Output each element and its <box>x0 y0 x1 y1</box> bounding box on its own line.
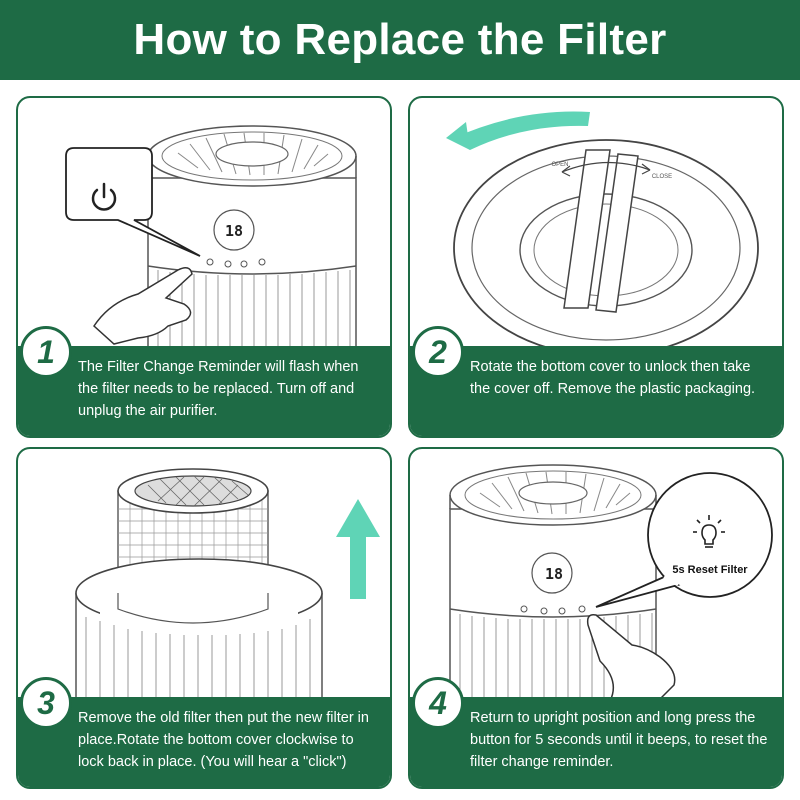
step-4-panel: 18 5s Reset Filter 4 Return to upright p… <box>408 447 784 789</box>
lightbulb-icon <box>693 515 725 548</box>
step-1-display-readout: 18 <box>225 222 243 240</box>
step-2-caption: Rotate the bottom cover to unlock then t… <box>410 346 782 436</box>
step-1-number-badge: 1 <box>20 326 72 378</box>
open-label: OPEN <box>551 162 568 168</box>
step-4-number-badge: 4 <box>412 677 464 729</box>
step-2-illustration: OPEN CLOSE <box>446 111 759 350</box>
step-2-text: Rotate the bottom cover to unlock then t… <box>470 359 756 397</box>
reset-filter-label: 5s Reset Filter <box>672 564 748 576</box>
step-1-text: The Filter Change Reminder will flash wh… <box>78 359 359 419</box>
step-1-illustration: 18 <box>65 125 357 350</box>
step-3-number-badge: 3 <box>20 677 72 729</box>
step-2-panel: OPEN CLOSE 2 Rotate the bottom cover to … <box>408 96 784 438</box>
step-3-text: Remove the old filter then put the new f… <box>78 710 369 770</box>
step-4-text: Return to upright position and long pres… <box>470 710 768 770</box>
step-4-caption: Return to upright position and long pres… <box>410 697 782 787</box>
page-title: How to Replace the Filter <box>133 15 667 64</box>
step-3-caption: Remove the old filter then put the new f… <box>18 697 390 787</box>
step-1-caption: The Filter Change Reminder will flash wh… <box>18 346 390 436</box>
step-3-panel: 3 Remove the old filter then put the new… <box>16 447 392 789</box>
power-icon <box>91 182 117 211</box>
step-3-illustration <box>75 468 380 701</box>
up-arrow-icon <box>336 499 380 599</box>
rotate-arrow-icon <box>454 111 590 150</box>
step-1-panel: 18 1 The Filter Change Reminder will fla… <box>16 96 392 438</box>
page-header: How to Replace the Filter <box>0 0 800 80</box>
step-4-display-readout: 18 <box>545 565 563 583</box>
step-4-illustration: 18 5s Reset Filter <box>449 464 773 701</box>
close-label: CLOSE <box>652 174 672 180</box>
step-2-number-badge: 2 <box>412 326 464 378</box>
